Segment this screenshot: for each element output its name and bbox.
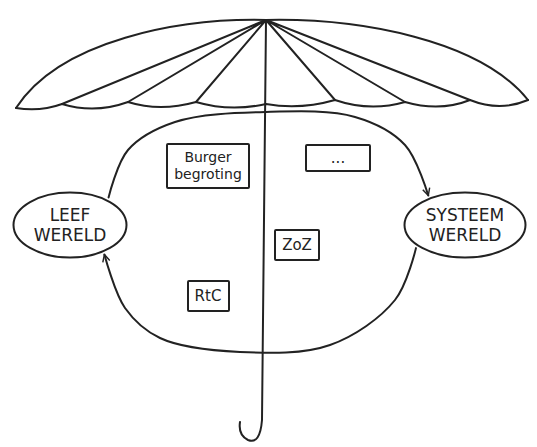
umbrella-handle — [240, 20, 266, 441]
node-label: LEEF WERELD — [34, 205, 107, 246]
world-ellipse: SYSTEEM WERELD — [403, 191, 527, 259]
node-label: ... — [331, 149, 345, 167]
node-label: Burger begroting — [174, 149, 242, 183]
concept-box: ZoZ — [274, 229, 320, 261]
cycle-arrow — [104, 248, 416, 353]
concept-box: RtC — [187, 280, 230, 312]
concept-box: Burger begroting — [166, 143, 250, 189]
node-label: ZoZ — [282, 236, 312, 254]
concept-box: ... — [305, 144, 371, 172]
node-label: SYSTEEM WERELD — [426, 205, 505, 246]
cycle-arrow — [109, 111, 429, 197]
world-ellipse: LEEF WERELD — [12, 191, 128, 259]
umbrella-rim — [16, 100, 528, 109]
node-label: RtC — [195, 287, 222, 305]
ellipse-shape — [405, 193, 526, 258]
umbrella-canopy — [16, 20, 528, 108]
ellipse-shape — [14, 193, 127, 258]
